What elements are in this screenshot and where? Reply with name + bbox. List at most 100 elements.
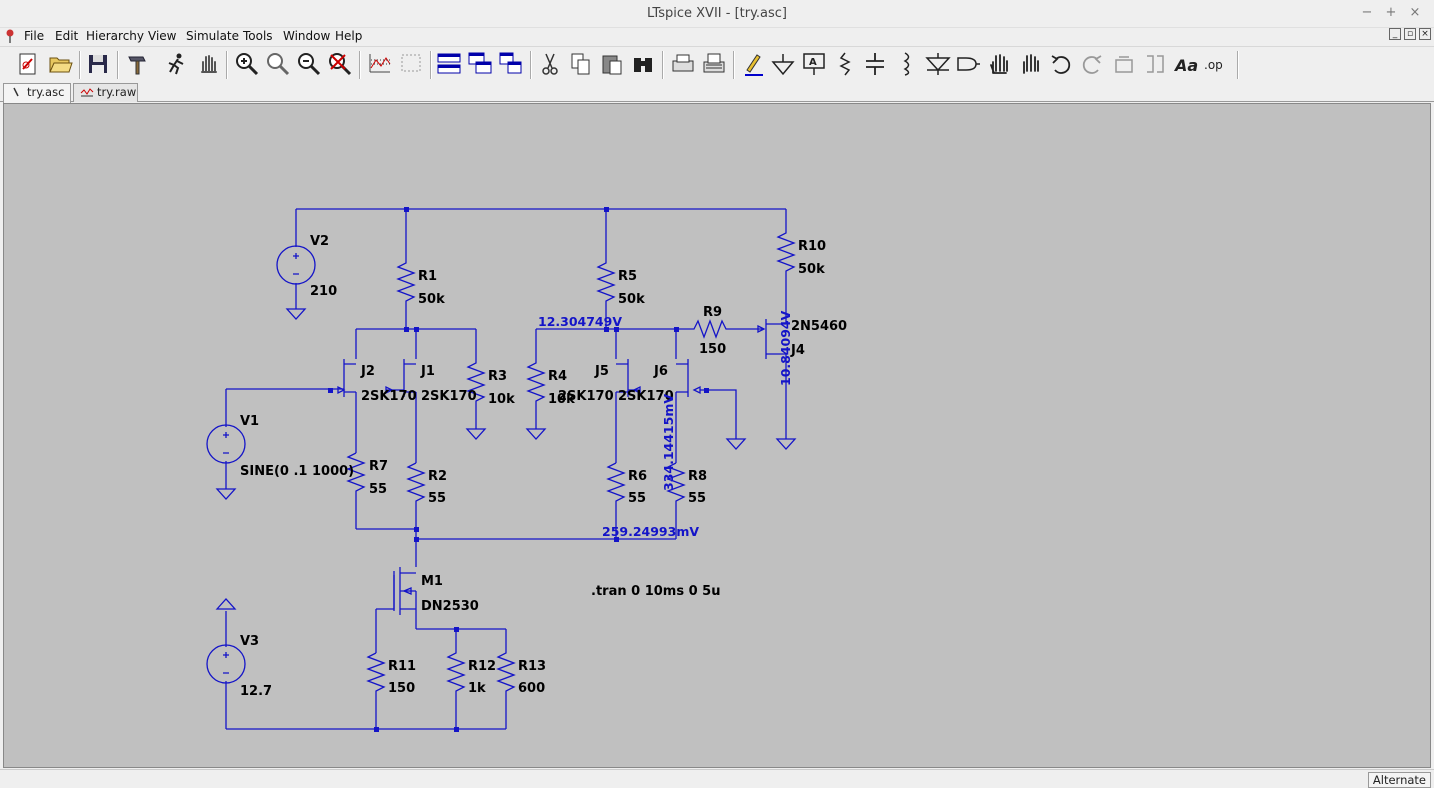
menu-file[interactable]: File [24, 29, 45, 43]
autorange-plot-icon[interactable] [366, 50, 394, 78]
redo-icon[interactable] [1078, 50, 1106, 78]
tab-try-raw[interactable]: try.raw [73, 83, 138, 102]
menu-tools[interactable]: Tools [243, 29, 273, 43]
label-r4-value: 10k [548, 392, 575, 407]
label-v2-value: 210 [310, 284, 337, 299]
label-j4-name: J4 [790, 343, 805, 358]
text-icon[interactable]: Aa [1172, 50, 1200, 78]
capacitor-icon[interactable] [861, 50, 889, 78]
menu-edit[interactable]: Edit [55, 29, 79, 43]
label-r9-value: 150 [699, 342, 726, 357]
label-r4-name: R4 [548, 369, 567, 384]
label-r13-value: 600 [518, 681, 545, 696]
label-j1-value: 2SK170 [421, 389, 477, 404]
control-panel-hammer-icon[interactable] [123, 50, 151, 78]
paste-icon[interactable] [598, 50, 626, 78]
mdi-minimize-button[interactable]: _ [1389, 28, 1401, 40]
find-binoculars-icon[interactable] [629, 50, 657, 78]
label-r5-value: 50k [618, 292, 645, 307]
label-r7-name: R7 [369, 459, 388, 474]
rotate-icon[interactable] [1110, 50, 1138, 78]
tile-vertical-icon[interactable] [497, 50, 525, 78]
zoom-out-icon[interactable] [295, 50, 323, 78]
menu-simulate[interactable]: Simulate [186, 29, 240, 43]
label-m1-value: DN2530 [421, 599, 479, 614]
mirror-icon[interactable] [1141, 50, 1169, 78]
new-schematic-icon[interactable] [14, 50, 42, 78]
minimize-button[interactable]: − [1361, 5, 1373, 20]
label-j5-value: 2SK170 [558, 389, 614, 404]
spice-directive-text[interactable]: .tran 0 10ms 0 5u [591, 584, 720, 599]
label-r6-value: 55 [628, 491, 646, 506]
menu-hierarchy[interactable]: Hierarchy [86, 29, 145, 43]
tab-try-asc[interactable]: try.asc [3, 83, 71, 103]
drag-hand-icon[interactable] [1016, 50, 1044, 78]
label-v2-name: V2 [310, 234, 329, 249]
title-bar: LTspice XVII - [try.asc] − + × [0, 0, 1434, 28]
print-setup-icon[interactable] [669, 50, 697, 78]
inductor-icon[interactable] [892, 50, 920, 78]
mdi-close-button[interactable]: × [1419, 28, 1431, 40]
label-net-icon[interactable]: A [800, 50, 828, 78]
label-r2-value: 55 [428, 491, 446, 506]
save-icon[interactable] [84, 50, 112, 78]
label-j1-name: J1 [420, 364, 435, 379]
cascade-windows-icon[interactable] [466, 50, 494, 78]
label-r10-name: R10 [798, 239, 826, 254]
menu-view[interactable]: View [148, 29, 177, 43]
schematic-tab-icon [13, 87, 19, 97]
cut-scissors-icon[interactable] [536, 50, 564, 78]
resistor-icon[interactable] [831, 50, 859, 78]
zoom-fit-icon[interactable] [326, 50, 354, 78]
move-hand-icon[interactable] [985, 50, 1013, 78]
halt-hand-icon[interactable] [194, 50, 222, 78]
menu-window[interactable]: Window [283, 29, 331, 43]
label-j2-name: J2 [360, 364, 375, 379]
svg-text:Aa: Aa [1173, 56, 1198, 75]
label-m1-name: M1 [421, 574, 443, 589]
status-bar: Alternate [0, 769, 1434, 788]
node-voltage-label: 259.24993mV [602, 524, 699, 539]
label-r8-name: R8 [688, 469, 707, 484]
label-r1-value: 50k [418, 292, 445, 307]
mdi-restore-button[interactable]: ▫ [1404, 28, 1416, 40]
label-r3-value: 10k [488, 392, 515, 407]
label-r12-value: 1k [468, 681, 486, 696]
schematic-canvas[interactable]: V2 210 V1 SINE(0 .1 1000) V3 12.7 R1 50k… [3, 103, 1431, 768]
diode-icon[interactable] [924, 50, 952, 78]
undo-icon[interactable] [1047, 50, 1075, 78]
label-j6-name: J6 [653, 364, 668, 379]
node-voltage-label: 12.304749V [538, 314, 622, 329]
pan-icon[interactable] [264, 50, 292, 78]
svg-text:.op: .op [1204, 58, 1223, 72]
label-r2-name: R2 [428, 469, 447, 484]
tab-label: try.raw [97, 85, 137, 99]
node-voltage-label: 10.84094V [778, 310, 793, 386]
close-button[interactable]: × [1409, 5, 1421, 20]
label-r9-name: R9 [703, 305, 722, 320]
maximize-button[interactable]: + [1385, 5, 1397, 20]
label-r12-name: R12 [468, 659, 496, 674]
svg-text:A: A [809, 57, 817, 68]
zoom-in-icon[interactable] [233, 50, 261, 78]
tile-horizontal-icon[interactable] [435, 50, 463, 78]
schematic-drawing[interactable]: V2 210 V1 SINE(0 .1 1000) V3 12.7 R1 50k… [4, 104, 1431, 768]
label-r8-value: 55 [688, 491, 706, 506]
label-r3-name: R3 [488, 369, 507, 384]
label-j6-value: 2SK170 [618, 389, 674, 404]
copy-icon[interactable] [567, 50, 595, 78]
print-icon[interactable] [700, 50, 728, 78]
status-mode-indicator: Alternate [1367, 772, 1431, 788]
label-v3-name: V3 [240, 634, 259, 649]
open-folder-icon[interactable] [46, 50, 74, 78]
pick-visible-traces-icon[interactable] [397, 50, 425, 78]
draw-wire-pencil-icon[interactable] [739, 50, 767, 78]
ground-icon[interactable] [769, 50, 797, 78]
ltspice-app-icon[interactable] [3, 28, 17, 44]
menu-help[interactable]: Help [335, 29, 363, 43]
label-v1-name: V1 [240, 414, 259, 429]
waveform-tab-icon [80, 88, 94, 97]
run-simulation-icon[interactable] [162, 50, 190, 78]
spice-directive-icon[interactable]: .op [1202, 50, 1230, 78]
component-gate-icon[interactable] [954, 50, 982, 78]
